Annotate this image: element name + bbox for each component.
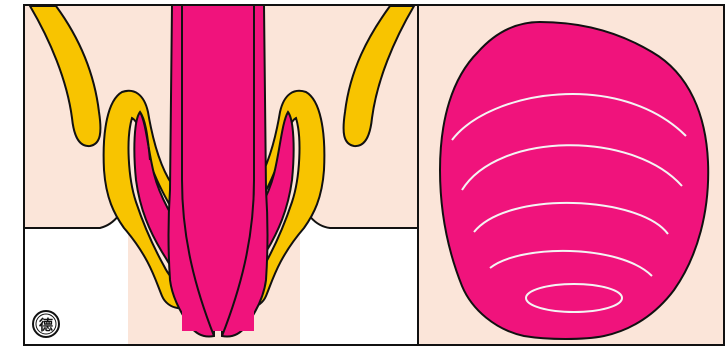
stamp-logo: 德 — [33, 311, 59, 337]
right-panel — [418, 5, 724, 345]
central-canal-core — [182, 5, 254, 331]
organ-shape — [440, 22, 708, 339]
stamp-glyph: 德 — [39, 317, 53, 334]
left-panel: 德 — [24, 5, 418, 345]
